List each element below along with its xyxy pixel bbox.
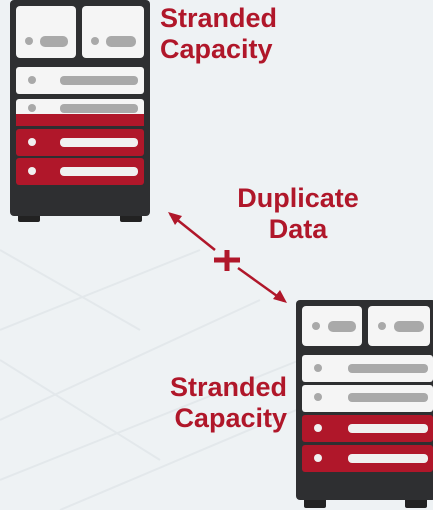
label-line: Stranded [160, 3, 278, 33]
server-slot-stranded [302, 415, 433, 442]
server-rack-bottom [296, 300, 433, 508]
server-slot-stranded [302, 445, 433, 472]
duplicate-data-label: Duplicate Data [212, 183, 384, 245]
label-line: Capacity [174, 403, 287, 433]
stranded-capacity-label-top: Stranded Capacity [160, 3, 277, 65]
label-line: Data [268, 214, 328, 244]
server-slot [302, 355, 433, 382]
duplicate-data-arrow [168, 212, 287, 303]
server-slot-stranded [16, 158, 144, 185]
server-slot-stranded [16, 129, 144, 156]
label-line: Capacity [160, 34, 273, 64]
server-slot [16, 67, 144, 94]
drive-bay [82, 6, 144, 58]
server-slot [302, 385, 433, 412]
drive-bay [16, 6, 76, 58]
drive-bay [368, 306, 430, 346]
cross-icon [214, 250, 240, 271]
stranded-capacity-label-bottom: Stranded Capacity [133, 372, 287, 434]
label-line: Stranded [169, 372, 287, 402]
server-rack-top [10, 0, 150, 222]
drive-bay [302, 306, 362, 346]
server-slot-partial [16, 99, 144, 126]
label-line: Duplicate [237, 183, 359, 213]
